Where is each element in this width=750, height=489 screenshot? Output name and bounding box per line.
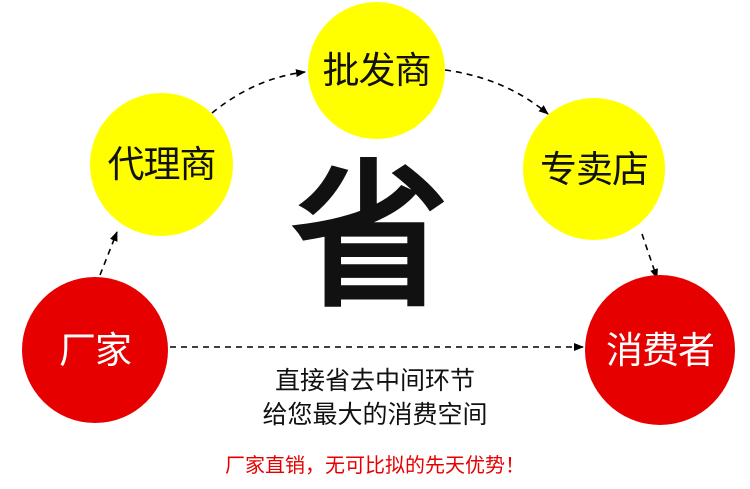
arrow-agent-to-wholesaler: [211, 69, 306, 114]
caption-line-2: 给您最大的消费空间: [262, 400, 488, 429]
node-wholesaler: 批发商: [308, 2, 445, 139]
node-store: 专卖店: [523, 98, 665, 240]
node-agent-label: 代理商: [107, 143, 217, 186]
caption-line-1: 直接省去中间环节: [274, 366, 475, 395]
center-save-character: 省: [291, 146, 449, 330]
arrow-store-to-consumer: [641, 233, 658, 279]
node-consumer-label: 消费者: [606, 328, 715, 372]
node-store-label: 专卖店: [540, 147, 649, 191]
node-agent: 代理商: [90, 93, 233, 236]
slogan: 厂家直销，无可比拟的先天优势！: [225, 453, 525, 477]
arrow-wholesaler-to-store: [444, 69, 549, 115]
node-wholesaler-label: 批发商: [322, 49, 432, 92]
node-manufacturer: 厂家: [22, 277, 168, 423]
node-consumer: 消费者: [585, 275, 735, 425]
arrow-manufacturer-to-agent: [99, 231, 118, 276]
node-manufacturer-label: 厂家: [59, 328, 132, 372]
